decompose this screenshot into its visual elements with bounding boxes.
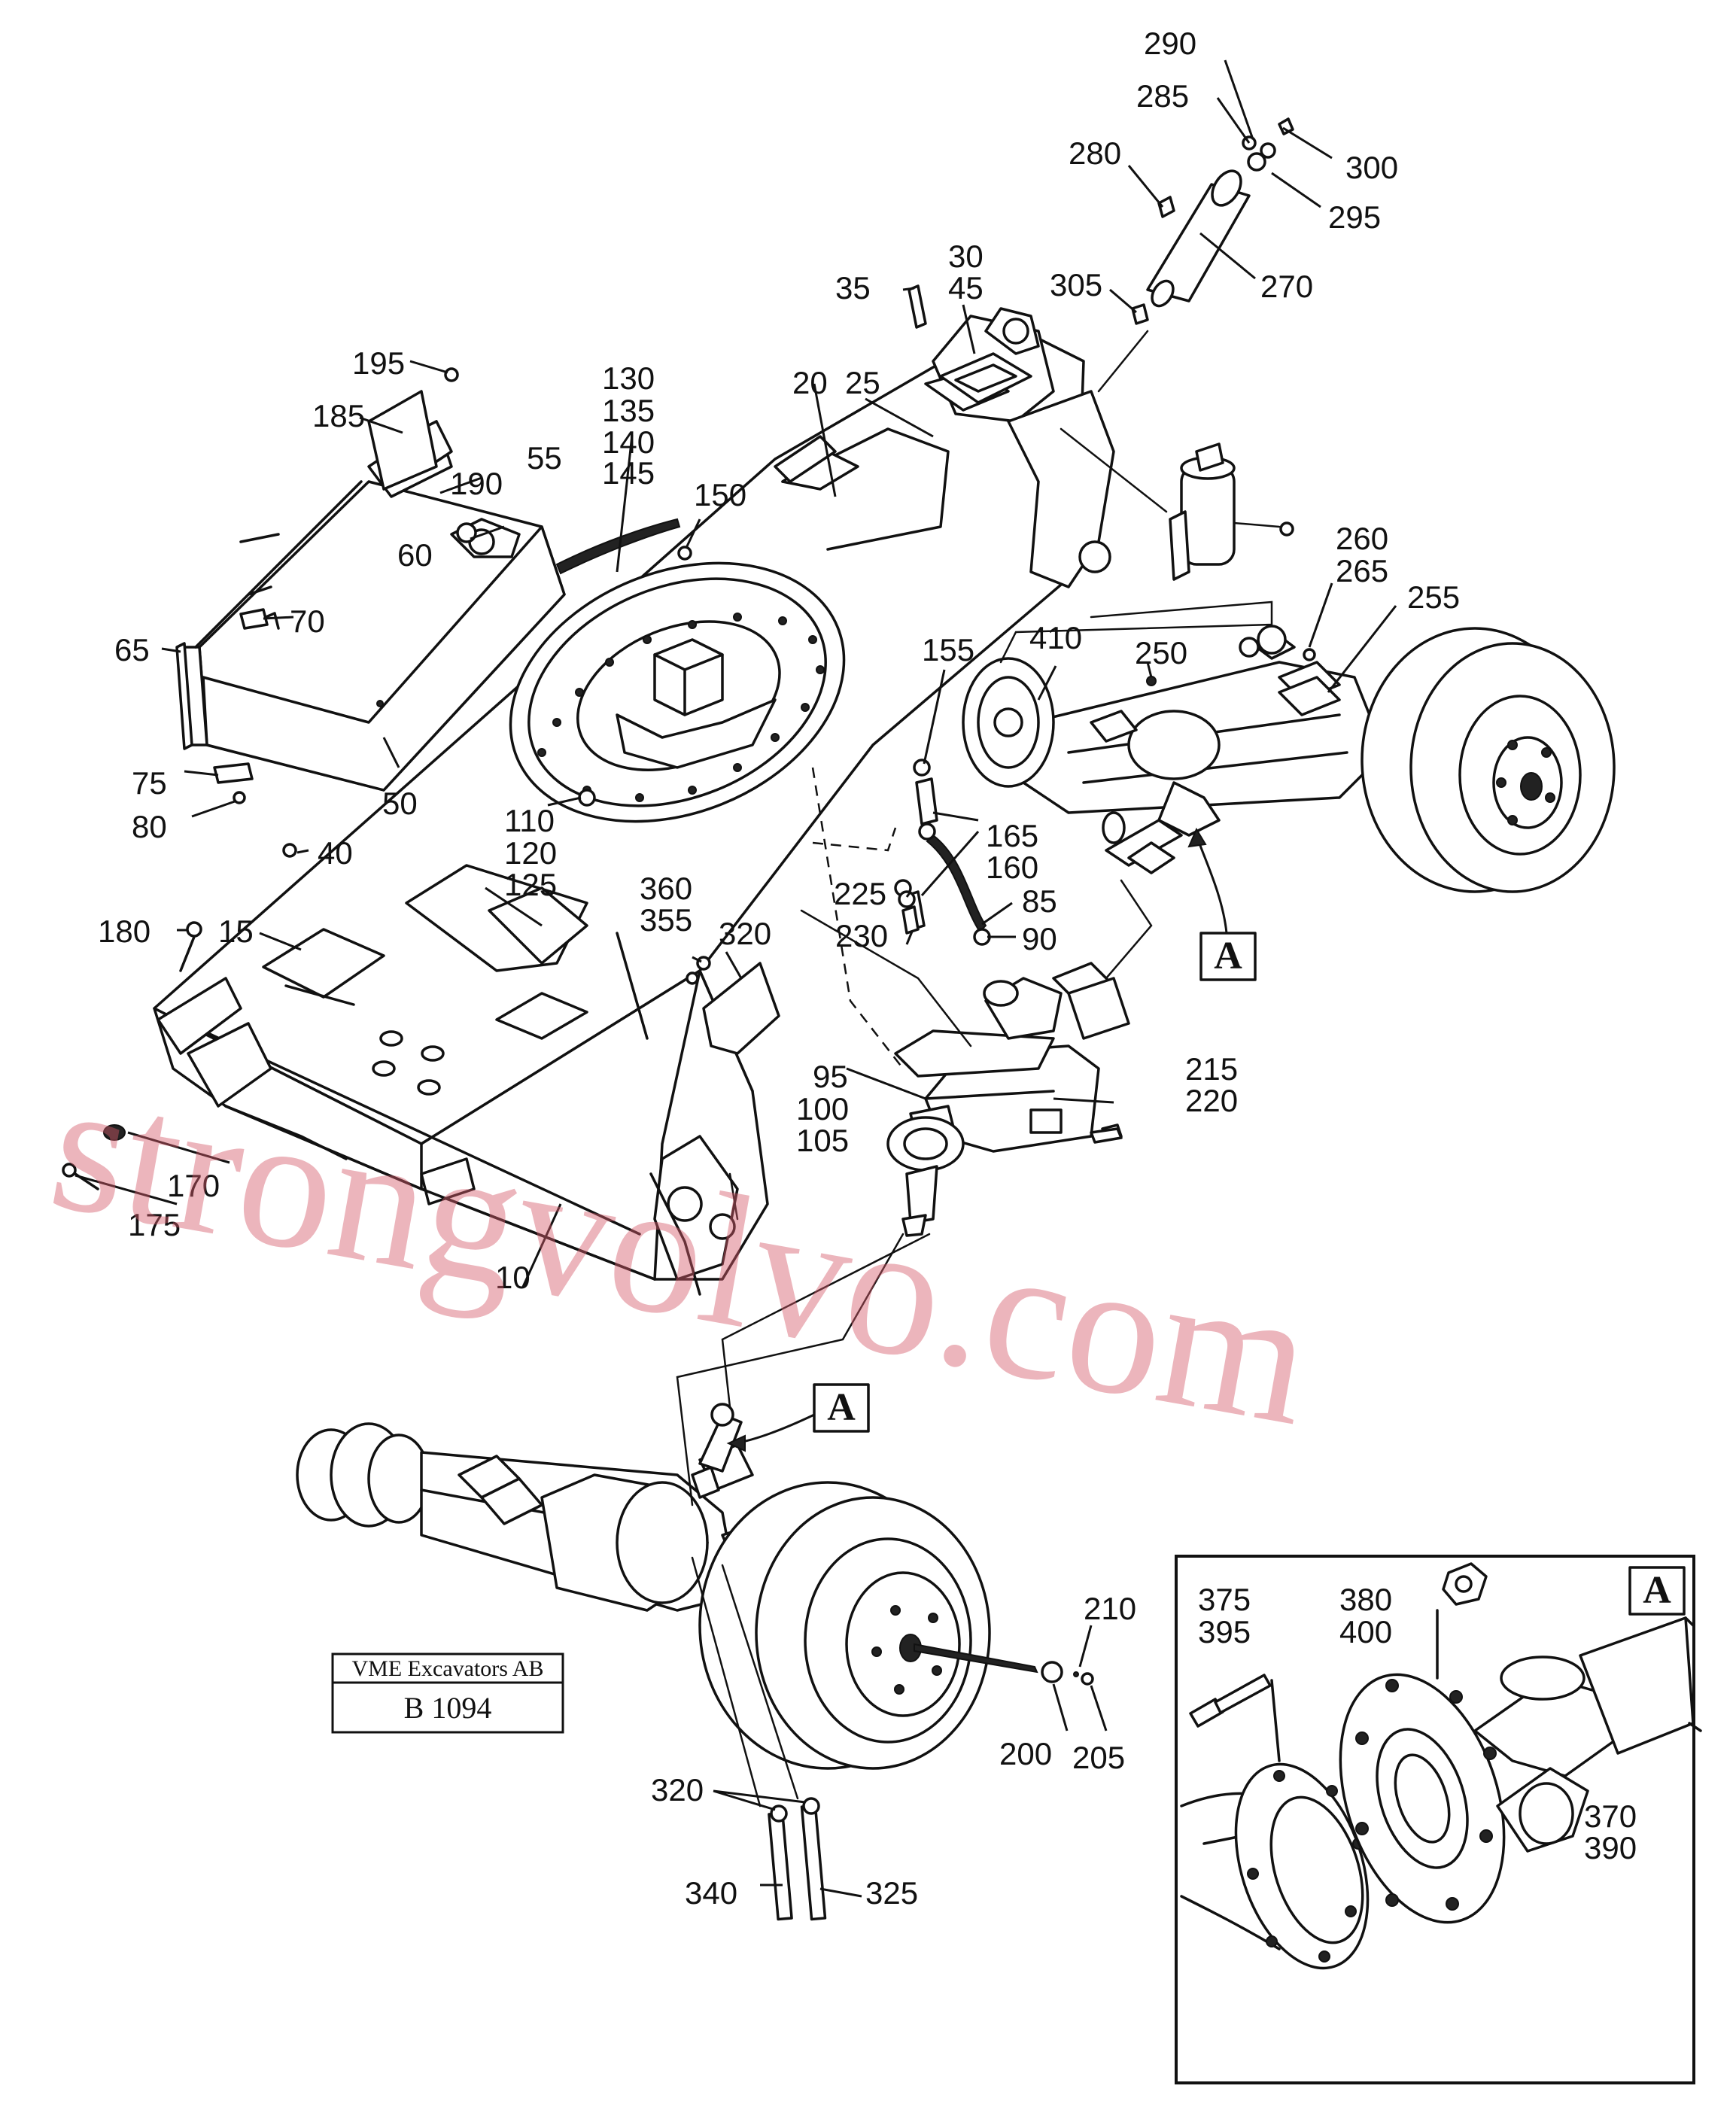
callout: 110 <box>504 803 555 838</box>
callout: 160 <box>986 850 1038 885</box>
callout: 290 <box>1144 26 1196 61</box>
gearbox <box>886 962 1130 1237</box>
callout: 75 <box>132 765 167 801</box>
callout: 35 <box>835 270 871 306</box>
detail-marker-label: A <box>1214 935 1242 977</box>
title-company: VME Excavators AB <box>352 1656 544 1681</box>
callout: 295 <box>1328 199 1381 235</box>
callout: 105 <box>796 1123 849 1158</box>
rear-axle <box>296 1403 1094 1921</box>
slewing-ring <box>509 561 846 823</box>
callout: 55 <box>527 440 562 476</box>
callout: 145 <box>602 455 655 491</box>
callout: 130 <box>602 360 655 396</box>
ring-bolt-holes <box>537 613 825 802</box>
detail-marker-label: A <box>827 1386 856 1429</box>
callout: 185 <box>312 398 365 433</box>
front-axle <box>962 625 1616 893</box>
callout: 150 <box>694 477 746 512</box>
callout: 80 <box>132 809 167 844</box>
callout: 285 <box>1136 78 1189 114</box>
detail-marker-front: A <box>1187 827 1257 981</box>
pin-assembly <box>1131 117 1294 325</box>
callout: 280 <box>1069 135 1121 171</box>
callout: 155 <box>922 632 974 667</box>
callout: 370 <box>1584 1798 1637 1834</box>
callout: 220 <box>1185 1083 1238 1118</box>
callouts: 290 285 300 295 280 270 305 30 45 35 195… <box>98 26 1637 1911</box>
callout: 255 <box>1407 579 1460 615</box>
callout: 300 <box>1345 150 1398 185</box>
title-block: VME Excavators AB B 1094 <box>331 1652 564 1734</box>
callout: 190 <box>450 466 503 501</box>
callout: 50 <box>382 786 418 821</box>
filter-unit <box>1169 442 1294 581</box>
callout: 320 <box>651 1772 704 1808</box>
callout: 90 <box>1022 921 1057 956</box>
detail-marker-rear: A <box>726 1383 870 1452</box>
callout: 95 <box>813 1059 848 1094</box>
callout: 395 <box>1198 1614 1251 1649</box>
callout: 265 <box>1336 553 1388 588</box>
callout: 120 <box>504 835 557 871</box>
callout: 260 <box>1336 521 1388 556</box>
callout: 20 <box>792 365 828 400</box>
callout: 60 <box>397 537 433 573</box>
callout: 325 <box>865 1875 918 1911</box>
callout: 170 <box>167 1168 220 1203</box>
callout: 320 <box>719 916 771 951</box>
callout: 230 <box>835 918 888 953</box>
callout: 70 <box>290 604 325 639</box>
callout: 355 <box>640 902 692 938</box>
callout: 65 <box>114 632 150 667</box>
callout: 270 <box>1260 269 1313 304</box>
callout: 200 <box>999 1736 1052 1771</box>
callout: 250 <box>1135 635 1187 670</box>
small-parts <box>62 284 1341 1677</box>
callout: 135 <box>602 393 655 428</box>
callout: 305 <box>1050 267 1102 303</box>
callout: 225 <box>834 876 886 911</box>
callout: 165 <box>986 818 1038 853</box>
callout: 180 <box>98 914 150 949</box>
callout: 85 <box>1022 883 1057 919</box>
callout: 15 <box>218 914 254 949</box>
callout: 340 <box>685 1875 737 1911</box>
inset-marker-label: A <box>1643 1569 1671 1612</box>
callout: 100 <box>796 1091 849 1126</box>
callout: 375 <box>1198 1582 1251 1617</box>
callout: 400 <box>1339 1614 1392 1649</box>
callout: 40 <box>318 835 353 871</box>
title-code: B 1094 <box>404 1691 492 1725</box>
callout: 410 <box>1029 620 1082 655</box>
callout: 10 <box>495 1260 531 1295</box>
callout: 30 <box>948 239 984 274</box>
callout: 125 <box>504 867 557 902</box>
callout: 195 <box>352 345 405 381</box>
callout: 215 <box>1185 1051 1238 1087</box>
callout: 175 <box>128 1207 181 1242</box>
callout: 390 <box>1584 1830 1637 1865</box>
callout: 45 <box>948 270 984 306</box>
callout: 360 <box>640 871 692 906</box>
callout: 205 <box>1072 1740 1125 1775</box>
inset-detail-a: A <box>1175 1555 1702 2084</box>
callout: 380 <box>1339 1582 1392 1617</box>
callout: 25 <box>845 365 880 400</box>
callout: 140 <box>602 424 655 460</box>
callout: 210 <box>1084 1591 1136 1626</box>
